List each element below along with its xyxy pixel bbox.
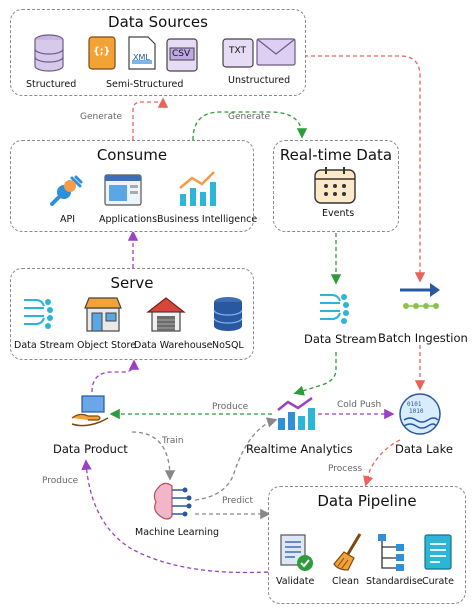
api-label: API — [60, 214, 76, 225]
bi-label: Business Intelligence — [157, 214, 258, 225]
calendar-icon — [314, 167, 356, 204]
validate-label: Validate — [276, 576, 315, 587]
produce-top-label: Produce — [212, 402, 249, 412]
application-window-icon — [104, 174, 142, 206]
serve-stream-label: Data Stream — [14, 340, 75, 351]
produce-left-label: Produce — [42, 476, 79, 486]
serve-box: Serve — [10, 268, 254, 360]
data-pipeline-title: Data Pipeline — [317, 492, 417, 510]
generate-left-label: Generate — [80, 112, 123, 122]
semi-structured-label: Semi-Structured — [106, 79, 184, 90]
xml-file-text: XML — [133, 53, 150, 62]
generate-right-label: Generate — [228, 112, 271, 122]
serve-title: Serve — [110, 274, 154, 292]
svg-text:0101: 0101 — [407, 401, 422, 408]
cold-push-label: Cold Push — [337, 400, 382, 410]
realtime-analytics-icon — [277, 396, 315, 430]
data-stream-icon — [24, 299, 53, 329]
nosql-label: NoSQL — [212, 340, 244, 351]
csv-file-text: CSV — [172, 49, 191, 59]
bar-chart-icon — [179, 171, 216, 206]
realtime-analytics-label: Realtime Analytics — [246, 442, 353, 456]
json-file-icon — [88, 36, 116, 70]
arrow-stream-to-analytics — [293, 352, 337, 396]
data-product-icon — [71, 395, 109, 427]
data-sources-title: Data Sources — [108, 13, 208, 31]
arrow-generate-to-realtime — [192, 111, 308, 141]
curate-label: Curate — [422, 576, 454, 587]
standardise-label: Standardise — [366, 576, 423, 587]
realtime-box: Real-time Data — [273, 140, 399, 232]
arrow-consume-to-sources — [132, 97, 169, 140]
machine-learning-icon — [153, 482, 192, 520]
svg-text:1010: 1010 — [409, 408, 424, 415]
arrow-product-train-ml — [131, 431, 176, 481]
xml-file-icon — [128, 36, 156, 70]
arrow-lake-to-pipeline — [363, 439, 401, 487]
arrow-pipeline-to-product — [81, 459, 269, 574]
data-lake-icon: 0101 1010 — [399, 393, 441, 435]
plug-icon — [50, 175, 83, 206]
object-store-label: Object Store — [77, 340, 137, 351]
unstructured-label: Unstructured — [228, 75, 291, 86]
csv-file-icon — [166, 38, 198, 72]
clean-label: Clean — [332, 576, 359, 587]
standardise-icon — [378, 534, 404, 571]
machine-learning-label: Machine Learning — [135, 527, 220, 538]
store-icon — [84, 297, 122, 332]
batch-ingestion-icon — [400, 283, 440, 309]
arrow-ml-to-analytics — [194, 417, 278, 501]
email-icon — [256, 38, 296, 66]
warehouse-icon — [146, 297, 186, 332]
data-product-label: Data Product — [53, 442, 128, 456]
arrow-product-to-serve — [91, 359, 140, 393]
train-label: Train — [162, 436, 184, 446]
txt-file-icon — [222, 38, 254, 68]
json-file-text: {;} — [93, 46, 111, 57]
applications-label: Applications — [99, 214, 158, 225]
data-lake-label: Data Lake — [395, 442, 453, 456]
txt-file-text: TXT — [229, 46, 247, 56]
stream-node-icon — [320, 294, 349, 324]
structured-label: Structured — [26, 79, 77, 90]
validate-icon — [280, 534, 313, 571]
database-icon — [34, 34, 64, 72]
process-label: Process — [328, 464, 363, 474]
events-label: Events — [322, 208, 355, 219]
batch-ingestion-label: Batch Ingestion — [378, 331, 468, 345]
data-stream-node-label: Data Stream — [304, 332, 377, 346]
realtime-title: Real-time Data — [279, 146, 393, 164]
predict-label: Predict — [222, 496, 253, 506]
broom-icon — [333, 533, 362, 571]
data-warehouse-label: Data Warehouse — [134, 340, 213, 351]
nosql-database-icon — [213, 297, 243, 331]
consume-title: Consume — [96, 146, 168, 164]
arrow-sources-to-batch — [304, 55, 426, 283]
curate-icon — [424, 534, 452, 570]
